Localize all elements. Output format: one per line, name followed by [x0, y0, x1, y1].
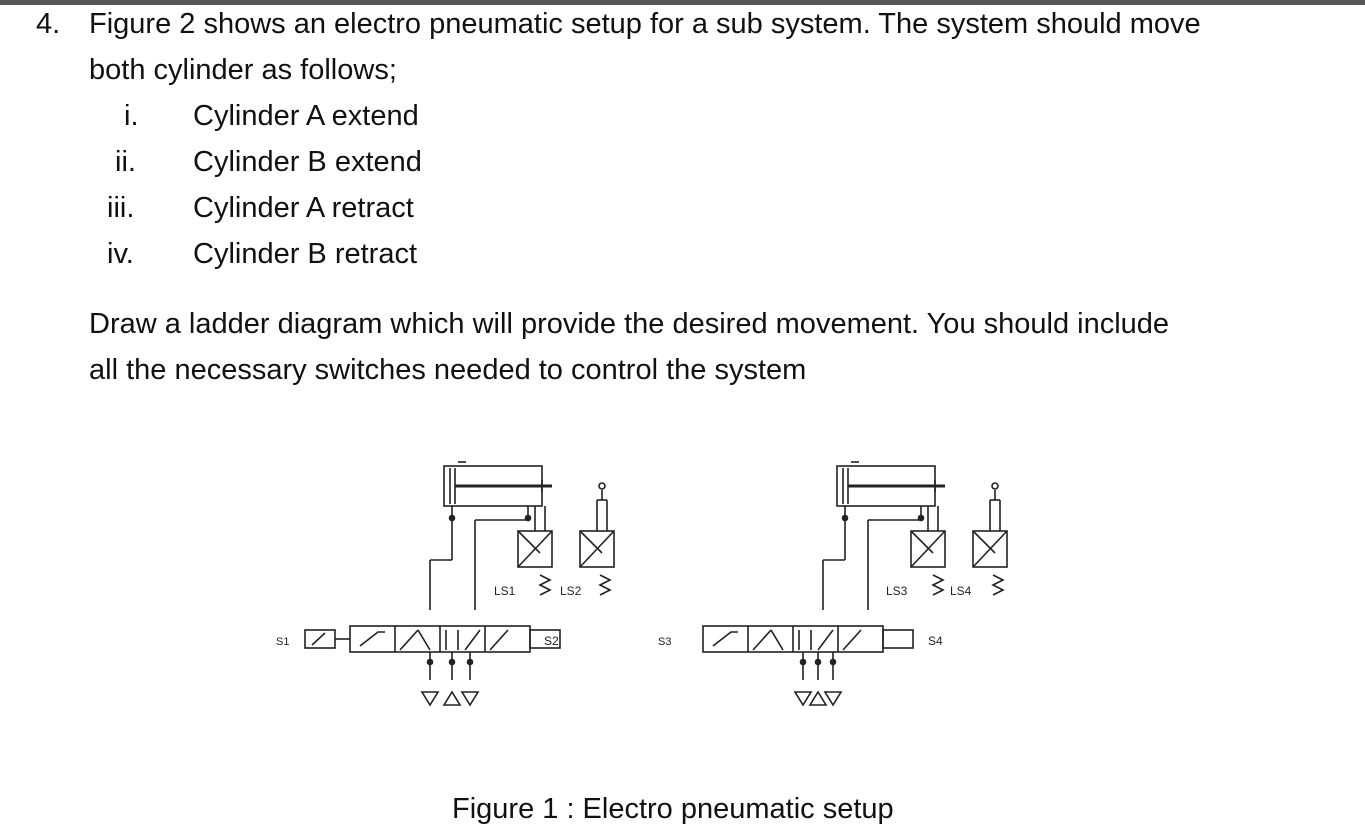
limit-switch-ls3	[910, 530, 946, 568]
right-pneumatic-unit	[702, 461, 1008, 707]
label-s4: S4	[928, 634, 943, 648]
label-ls1: LS1	[494, 584, 516, 598]
label-ls4: LS4	[950, 584, 972, 598]
step-text: Cylinder B retract	[193, 238, 418, 270]
cylinder-a	[443, 465, 543, 507]
page-top-border	[0, 0, 1365, 5]
question-intro-line-2: both cylinder as follows;	[89, 54, 397, 86]
solenoid-s4	[882, 629, 914, 649]
task-line-1: Draw a ladder diagram which will provide…	[89, 308, 1170, 340]
step-text: Cylinder B extend	[193, 146, 422, 178]
label-ls3: LS3	[886, 584, 908, 598]
limit-switch-ls2	[579, 530, 615, 568]
label-s3: S3	[658, 636, 671, 648]
valve-b	[702, 625, 884, 653]
step-text: Cylinder A retract	[193, 192, 414, 224]
label-s1: S1	[276, 636, 289, 648]
solenoid-s2	[529, 629, 561, 649]
question-intro-line-1: Figure 2 shows an electro pneumatic setu…	[89, 8, 1201, 40]
label-ls2: LS2	[560, 584, 582, 598]
solenoid-s1	[304, 629, 336, 649]
left-pneumatic-unit	[304, 461, 615, 707]
limit-switch-ls1	[517, 530, 553, 568]
valve-a	[349, 625, 531, 653]
step-number: iii.	[107, 192, 135, 224]
step-number: iv.	[107, 238, 134, 270]
cylinder-b	[836, 465, 936, 507]
label-s2: S2	[544, 634, 559, 648]
figure-caption: Figure 1 : Electro pneumatic setup	[452, 793, 894, 825]
task-line-2: all the necessary switches needed to con…	[89, 354, 807, 386]
step-text: Cylinder A extend	[193, 100, 419, 132]
step-number: ii.	[115, 146, 136, 178]
step-number: i.	[124, 100, 139, 132]
limit-switch-ls4	[972, 530, 1008, 568]
question-number: 4.	[36, 8, 61, 40]
